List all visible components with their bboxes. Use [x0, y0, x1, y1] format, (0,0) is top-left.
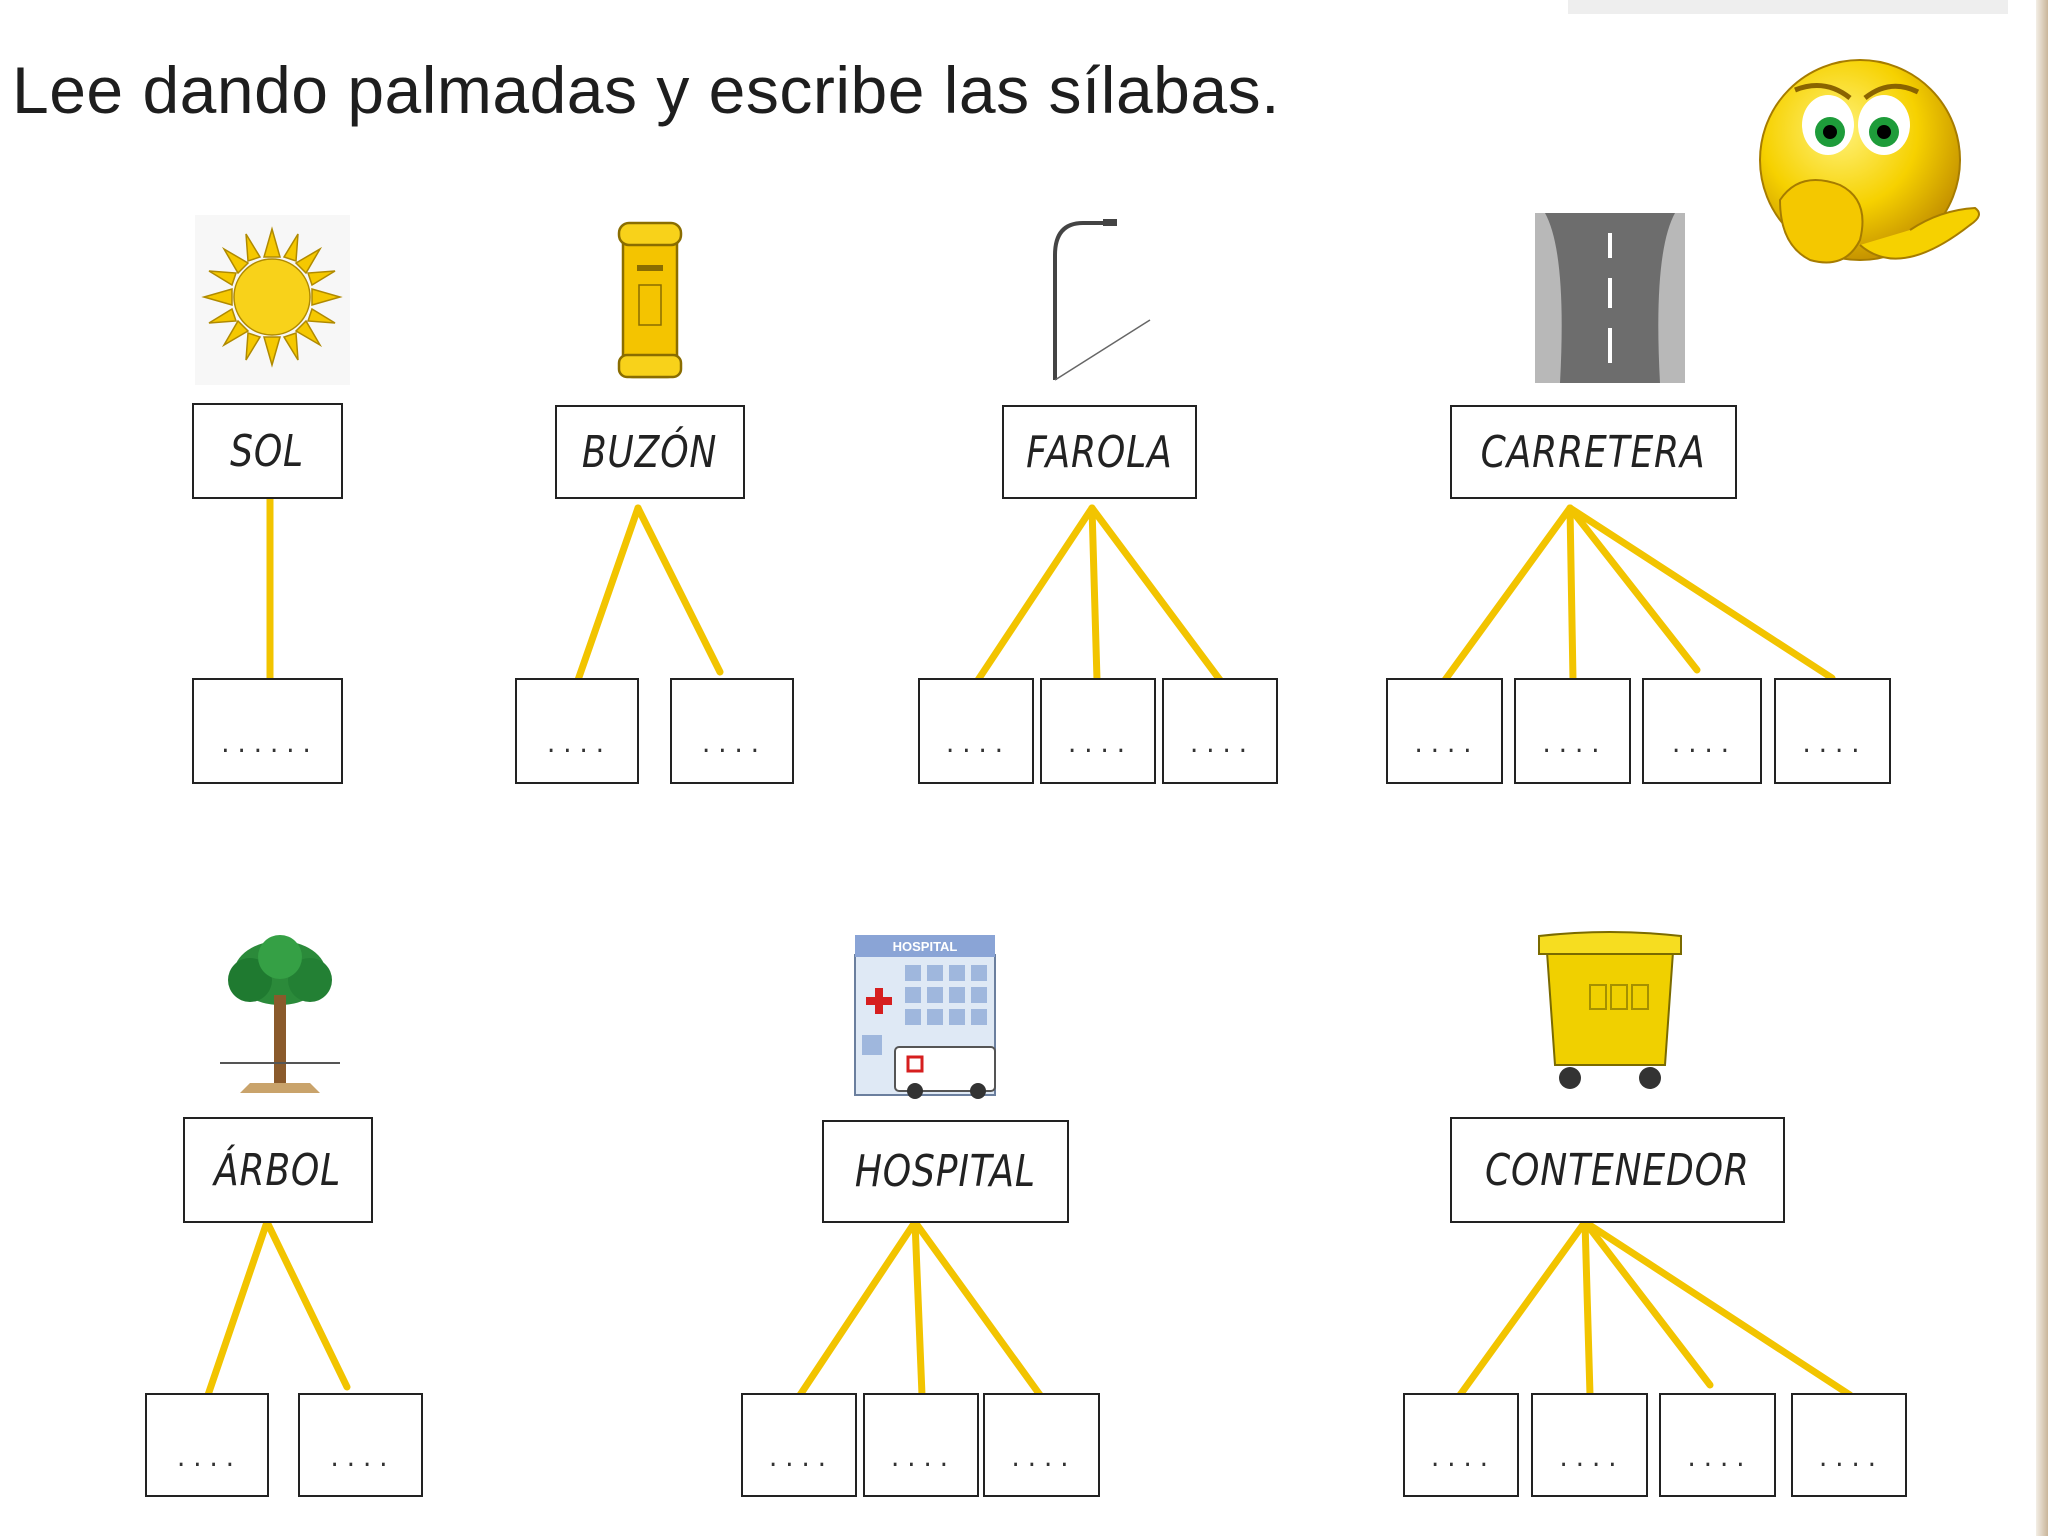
mailbox-icon [617, 221, 683, 379]
syllable-slot[interactable]: .... [1403, 1393, 1519, 1497]
syllable-slot[interactable]: .... [670, 678, 794, 784]
word-box-buzon: BUZÓN [555, 405, 745, 499]
hospital-icon: HOSPITAL [854, 935, 996, 1099]
syllable-slot[interactable]: .... [863, 1393, 979, 1497]
word-box-sol: SOL [192, 403, 343, 499]
thinking-emoji-icon [1759, 59, 1980, 264]
word-box-contenedor: CONTENEDOR [1450, 1117, 1785, 1223]
sun-icon [195, 215, 350, 385]
syllable-slot[interactable]: .... [1514, 678, 1631, 784]
word-label: BUZÓN [582, 426, 718, 478]
word-label: HOSPITAL [855, 1146, 1036, 1197]
word-label: FAROLA [1026, 426, 1173, 478]
syllable-slot[interactable]: .... [1162, 678, 1278, 784]
word-box-carretera: CARRETERA [1450, 405, 1737, 499]
syllable-slot[interactable]: .... [515, 678, 639, 784]
word-box-farola: FAROLA [1002, 405, 1197, 499]
instruction-title: Lee dando palmadas y escribe las sílabas… [12, 53, 1280, 127]
syllable-slot[interactable]: .... [1386, 678, 1503, 784]
word-label: CARRETERA [1481, 426, 1706, 478]
word-label: CONTENEDOR [1485, 1144, 1750, 1196]
syllable-slot[interactable]: .... [298, 1393, 423, 1497]
syllable-slot[interactable]: .... [1531, 1393, 1648, 1497]
syllable-slot[interactable]: ...... [192, 678, 343, 784]
syllable-slot[interactable]: .... [1642, 678, 1762, 784]
word-label: ÁRBOL [214, 1144, 342, 1196]
top-bar [1568, 0, 2008, 14]
syllable-slot[interactable]: .... [1774, 678, 1891, 784]
syllable-slot[interactable]: .... [741, 1393, 857, 1497]
page-edge [2036, 0, 2048, 1536]
syllable-slot[interactable]: .... [1040, 678, 1156, 784]
syllable-slot[interactable]: .... [1659, 1393, 1776, 1497]
word-box-arbol: ÁRBOL [183, 1117, 373, 1223]
streetlamp-icon [1053, 219, 1151, 381]
road-icon [1535, 213, 1685, 383]
word-label: SOL [230, 425, 305, 477]
tree-icon [220, 935, 340, 1093]
syllable-slot[interactable]: .... [983, 1393, 1100, 1497]
syllable-slot[interactable]: .... [1791, 1393, 1907, 1497]
container-icon [1538, 931, 1682, 1089]
hospital-sign-text: HOSPITAL [893, 939, 958, 954]
word-box-hospital: HOSPITAL [822, 1120, 1069, 1223]
syllable-slot[interactable]: .... [145, 1393, 269, 1497]
syllable-slot[interactable]: .... [918, 678, 1034, 784]
